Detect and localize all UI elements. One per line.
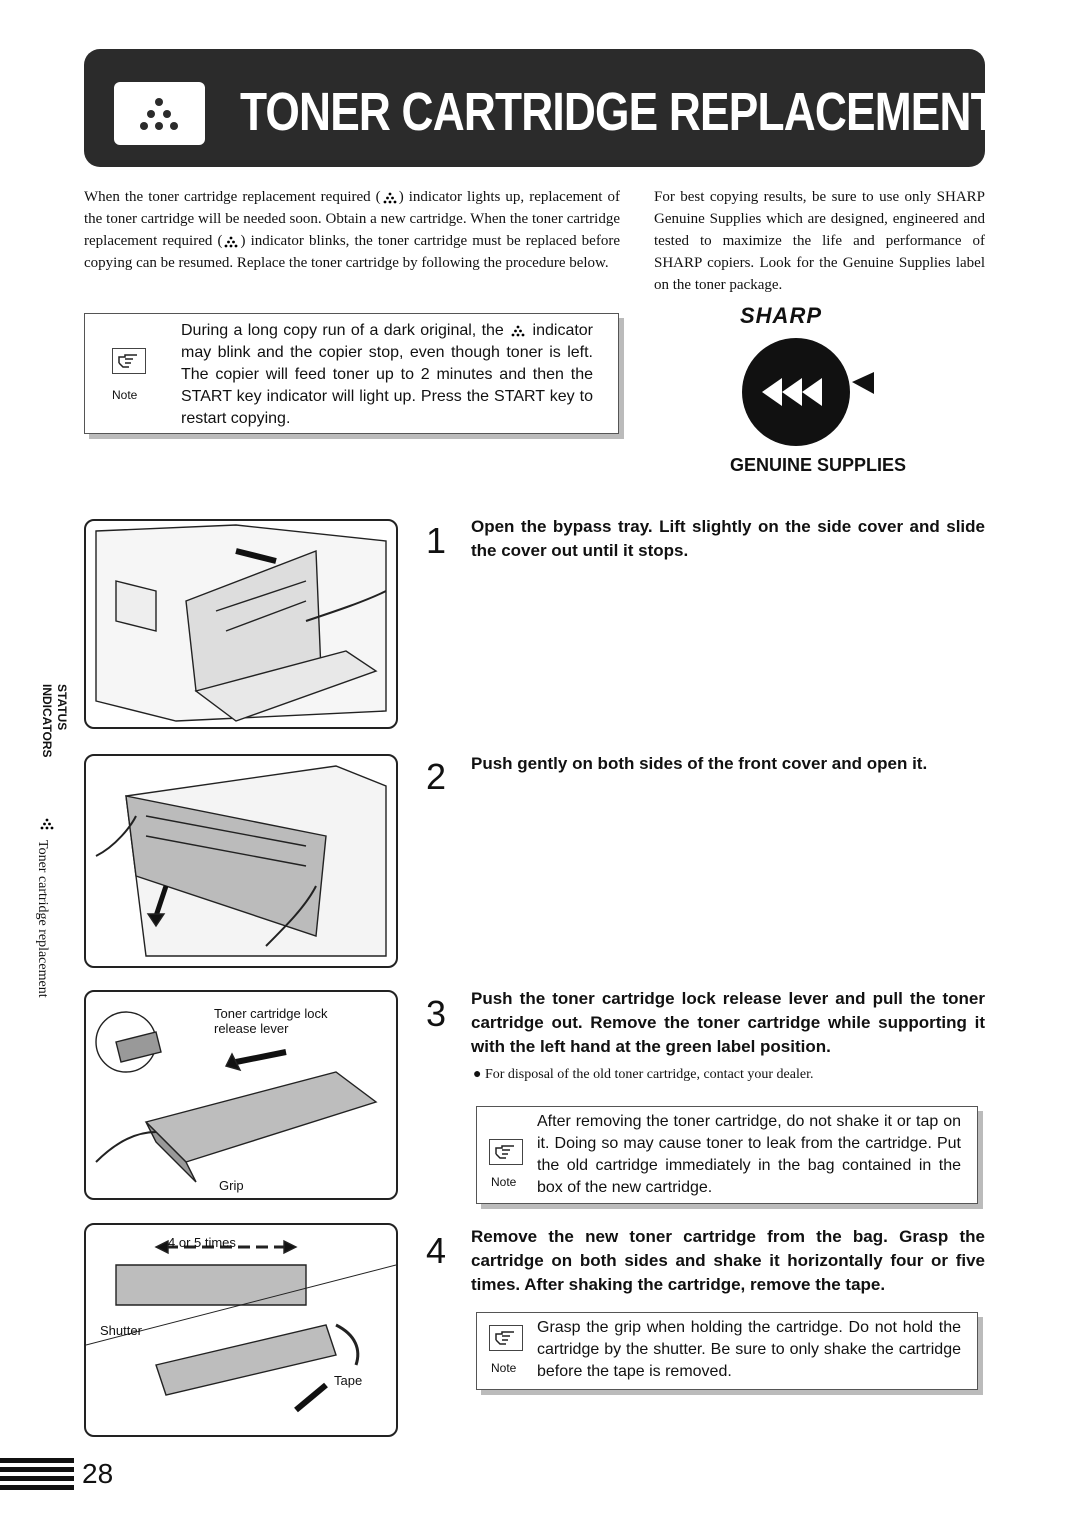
- step-text-2: Push gently on both sides of the front c…: [471, 754, 928, 773]
- step-number-2: 2: [426, 756, 447, 797]
- shutter-label: Shutter: [100, 1323, 142, 1338]
- toner-dots-icon: [114, 82, 205, 145]
- title-banner: TONER CARTRIDGE REPLACEMENT: [84, 49, 998, 167]
- step3-bullet-text: For disposal of the old toner cartridge,…: [484, 1067, 814, 1082]
- intro-text-2: ) indicator lights up, replacement of th…: [84, 189, 621, 249]
- note-hand-icon: [112, 348, 146, 374]
- step-number-1: 1: [426, 520, 447, 561]
- note-label: Note: [491, 1361, 517, 1375]
- sharp-logo: SHARP: [740, 303, 823, 328]
- genuine-supplies-paragraph: For best copying results, be sure to use…: [654, 189, 985, 293]
- note-box-1: Note During a long copy run of a dark or…: [84, 313, 619, 434]
- note-label: Note: [491, 1175, 517, 1189]
- page-number: 28: [82, 1458, 114, 1489]
- note-hand-icon: [489, 1325, 523, 1351]
- page-number-bars: [0, 1458, 74, 1492]
- page-title: TONER CARTRIDGE REPLACEMENT: [240, 82, 998, 142]
- note-text-3: Grasp the grip when holding the cartridg…: [537, 1319, 961, 1380]
- lock-lever-label: Toner cartridge lock release lever: [214, 1006, 328, 1036]
- step-text-4: Remove the new toner cartridge from the …: [471, 1227, 985, 1294]
- intro-paragraph: When the toner cartridge replacement req…: [84, 186, 620, 274]
- sidebar-caption: Toner cartridge replacement: [35, 840, 50, 998]
- step-text-1: Open the bypass tray. Lift slightly on t…: [471, 517, 985, 560]
- shake-times-label: 4 or 5 times: [168, 1235, 236, 1250]
- step3-bullet: ● For disposal of the old toner cartridg…: [473, 1067, 814, 1082]
- note1-text-a: During a long copy run of a dark origina…: [181, 322, 504, 339]
- step-number-3: 3: [426, 993, 447, 1034]
- note-label: Note: [112, 388, 138, 402]
- toner-indicator-icon: [383, 192, 397, 203]
- genuine-supplies-emblem: [740, 336, 874, 448]
- note-box-3: Note Grasp the grip when holding the car…: [476, 1312, 978, 1390]
- step2-illustration: [84, 754, 398, 968]
- toner-indicator-icon: [225, 236, 238, 247]
- step3-illustration: Toner cartridge lock release lever Grip: [84, 990, 398, 1200]
- intro-text-1: When the toner cartridge replacement req…: [84, 189, 381, 205]
- sidebar-status: STATUS: [55, 684, 69, 731]
- step1-illustration: [84, 519, 398, 729]
- note-text-2: After removing the toner cartridge, do n…: [537, 1113, 961, 1196]
- intro-text-3: ) indicator blinks, the toner cartridge …: [84, 233, 620, 271]
- sidebar-toner-icon: [40, 817, 54, 835]
- sidebar-section-label: STATUS INDICATORS: [28, 684, 69, 758]
- note1-text-b: indicator may blink and the copier stop,…: [181, 322, 594, 427]
- note-hand-icon: [489, 1139, 523, 1165]
- tape-label: Tape: [334, 1373, 363, 1388]
- step-text-3: Push the toner cartridge lock release le…: [471, 989, 985, 1056]
- grip-label: Grip: [219, 1178, 244, 1193]
- genuine-supplies-caption: GENUINE SUPPLIES: [730, 455, 907, 475]
- step4-illustration: 4 or 5 times Shutter Tape: [84, 1223, 398, 1437]
- note-text-1: During a long copy run of a dark origina…: [181, 320, 593, 430]
- note-box-2: Note After removing the toner cartridge,…: [476, 1106, 978, 1204]
- sidebar-indicators: INDICATORS: [40, 684, 54, 758]
- step-number-4: 4: [426, 1230, 447, 1271]
- toner-indicator-icon: [511, 325, 525, 337]
